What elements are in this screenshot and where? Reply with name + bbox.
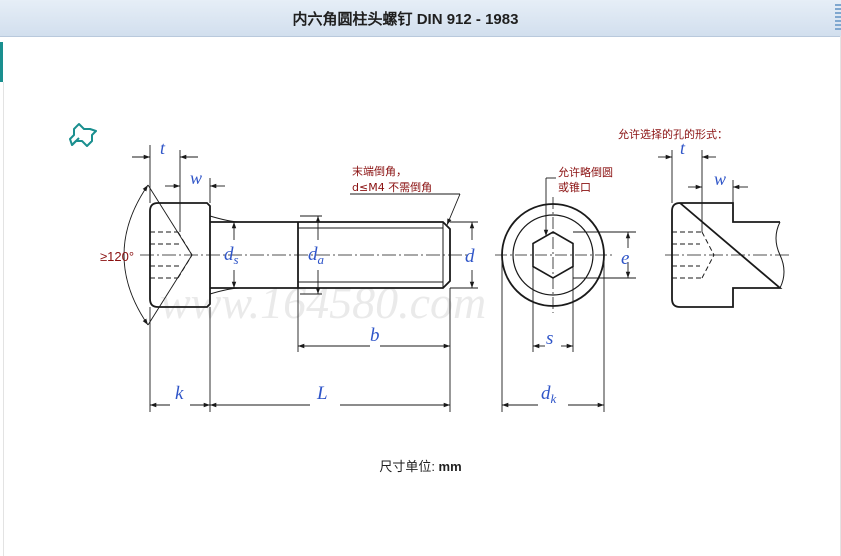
dim-label-e: e — [621, 248, 629, 269]
unit-label: 尺寸单位: — [379, 459, 439, 474]
alt-hole-view — [671, 202, 783, 308]
socket-leader — [543, 177, 556, 236]
dim-label-dk: d — [541, 383, 551, 404]
din912-drawing: www.164580.com t w — [100, 127, 790, 412]
centerline-end — [495, 197, 612, 313]
dim-b — [297, 288, 451, 352]
dim-label-b: b — [370, 325, 380, 346]
chamfer-note-line1: 末端倒角， — [352, 164, 407, 178]
alt-dim-t-w — [658, 150, 748, 232]
title-bar-grip — [835, 4, 841, 32]
dim-s — [532, 266, 574, 352]
dim-e — [573, 231, 636, 279]
dim-label-da-sub: a — [318, 252, 325, 267]
alt-hole-hidden — [672, 231, 715, 279]
alt-hole-note: 允许选择的孔的形式： — [618, 127, 728, 141]
alt-dim-label-w: w — [714, 169, 726, 189]
socket-note-line2: 或锥口 — [558, 181, 591, 194]
dim-label-s: s — [546, 328, 553, 349]
svg-text:da: da — [308, 244, 325, 267]
watermark: www.164580.com — [160, 277, 486, 328]
alt-dim-label-t: t — [680, 138, 686, 158]
svg-text:dk: dk — [541, 383, 557, 406]
screw-head-side — [149, 202, 211, 308]
dim-label-ds-sub: s — [234, 252, 239, 267]
angle-label: ≥120° — [100, 249, 134, 264]
dim-k-L — [149, 307, 451, 412]
pushpin-icon[interactable] — [64, 115, 100, 151]
chamfer-leader — [350, 193, 461, 226]
dim-label-w: w — [190, 168, 202, 188]
dim-dk — [501, 255, 605, 412]
dim-label-L: L — [316, 383, 328, 404]
dim-ds-da-d — [231, 215, 478, 295]
page-title: 内六角圆柱头螺钉 DIN 912 - 1983 — [292, 10, 519, 28]
dim-label-t: t — [160, 138, 166, 158]
left-gutter-line — [3, 82, 4, 556]
left-accent-bar — [0, 42, 3, 82]
svg-text:ds: ds — [224, 244, 239, 267]
angle-120-arc — [123, 184, 193, 326]
unit-line: 尺寸单位: mm — [0, 456, 841, 475]
chamfer-note-line2: d≤M4 不需倒角 — [352, 181, 432, 194]
socket-note-line1: 允许略倒圆 — [558, 165, 613, 179]
dim-t-w — [132, 145, 225, 232]
dim-label-da: d — [308, 244, 318, 265]
dim-label-dk-sub: k — [551, 391, 557, 406]
unit-value: mm — [438, 459, 462, 474]
dim-label-d: d — [465, 246, 475, 267]
dim-label-k: k — [175, 383, 184, 404]
title-bar: 内六角圆柱头螺钉 DIN 912 - 1983 — [0, 0, 841, 37]
dim-label-ds: d — [224, 244, 234, 265]
